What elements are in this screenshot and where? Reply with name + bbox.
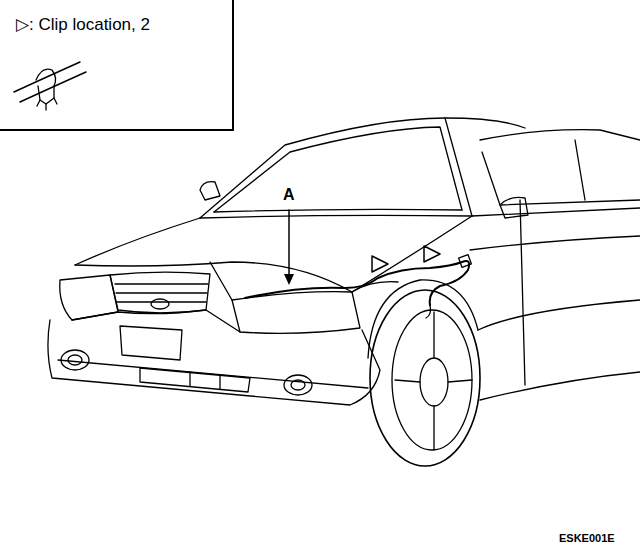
clip-legend-text: ▷: Clip location, 2	[16, 14, 150, 35]
inset-box: ▷: Clip location, 2	[0, 0, 234, 131]
figure-code: ESKE001E	[558, 532, 616, 544]
callout-letter: A	[282, 186, 296, 204]
